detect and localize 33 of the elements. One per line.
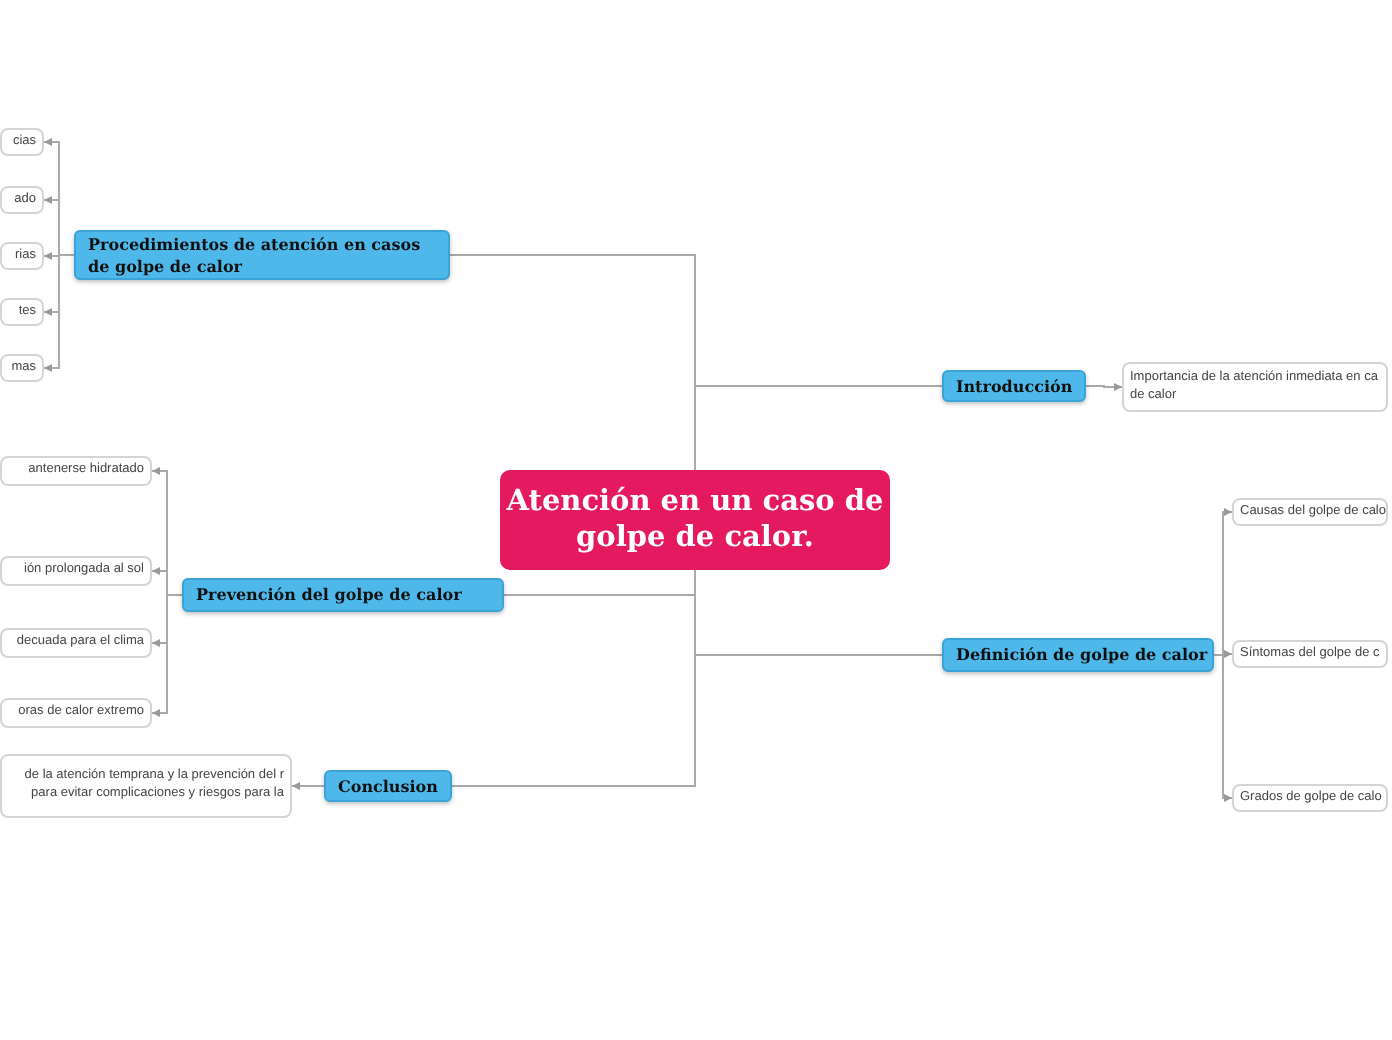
topic-text: Procedimientos de atención en casos de golpe de calor [88, 234, 423, 276]
subtopic-box [1232, 784, 1388, 812]
subtopic-box [1232, 640, 1388, 668]
topic-box [942, 370, 1086, 402]
subtopic-box [1232, 498, 1388, 526]
subtopic-box [0, 556, 152, 586]
connector-line [694, 569, 943, 656]
topic-box [942, 638, 1214, 672]
subtopic-box [0, 128, 44, 156]
connector-line [43, 254, 75, 372]
topic-text: Definición de golpe de calor [956, 644, 1208, 666]
subtopic-box [0, 354, 44, 382]
connector-line [1085, 383, 1123, 391]
topic-text: Conclusion [338, 775, 438, 797]
subtopic-box [0, 754, 292, 818]
central-topic [500, 470, 890, 570]
subtopic-box [0, 698, 152, 728]
subtopic-box [0, 186, 44, 214]
topic-box [324, 770, 452, 802]
subtopic-box [0, 242, 44, 270]
subtopic-box [0, 298, 44, 326]
connector-line [694, 385, 943, 471]
topic-text: Prevención del golpe de calor [196, 584, 462, 606]
subtopic-box [0, 456, 152, 486]
subtopic-box [1122, 362, 1388, 412]
subtopic-box [0, 628, 152, 658]
topic-text: Introducción [956, 375, 1073, 397]
connector-line [151, 594, 183, 717]
topic-box [74, 230, 450, 280]
connector-line [291, 782, 325, 790]
topic-text: Atención en un caso de golpe de calor. [504, 483, 886, 557]
connector-line [1213, 654, 1233, 802]
topic-box [182, 578, 504, 612]
